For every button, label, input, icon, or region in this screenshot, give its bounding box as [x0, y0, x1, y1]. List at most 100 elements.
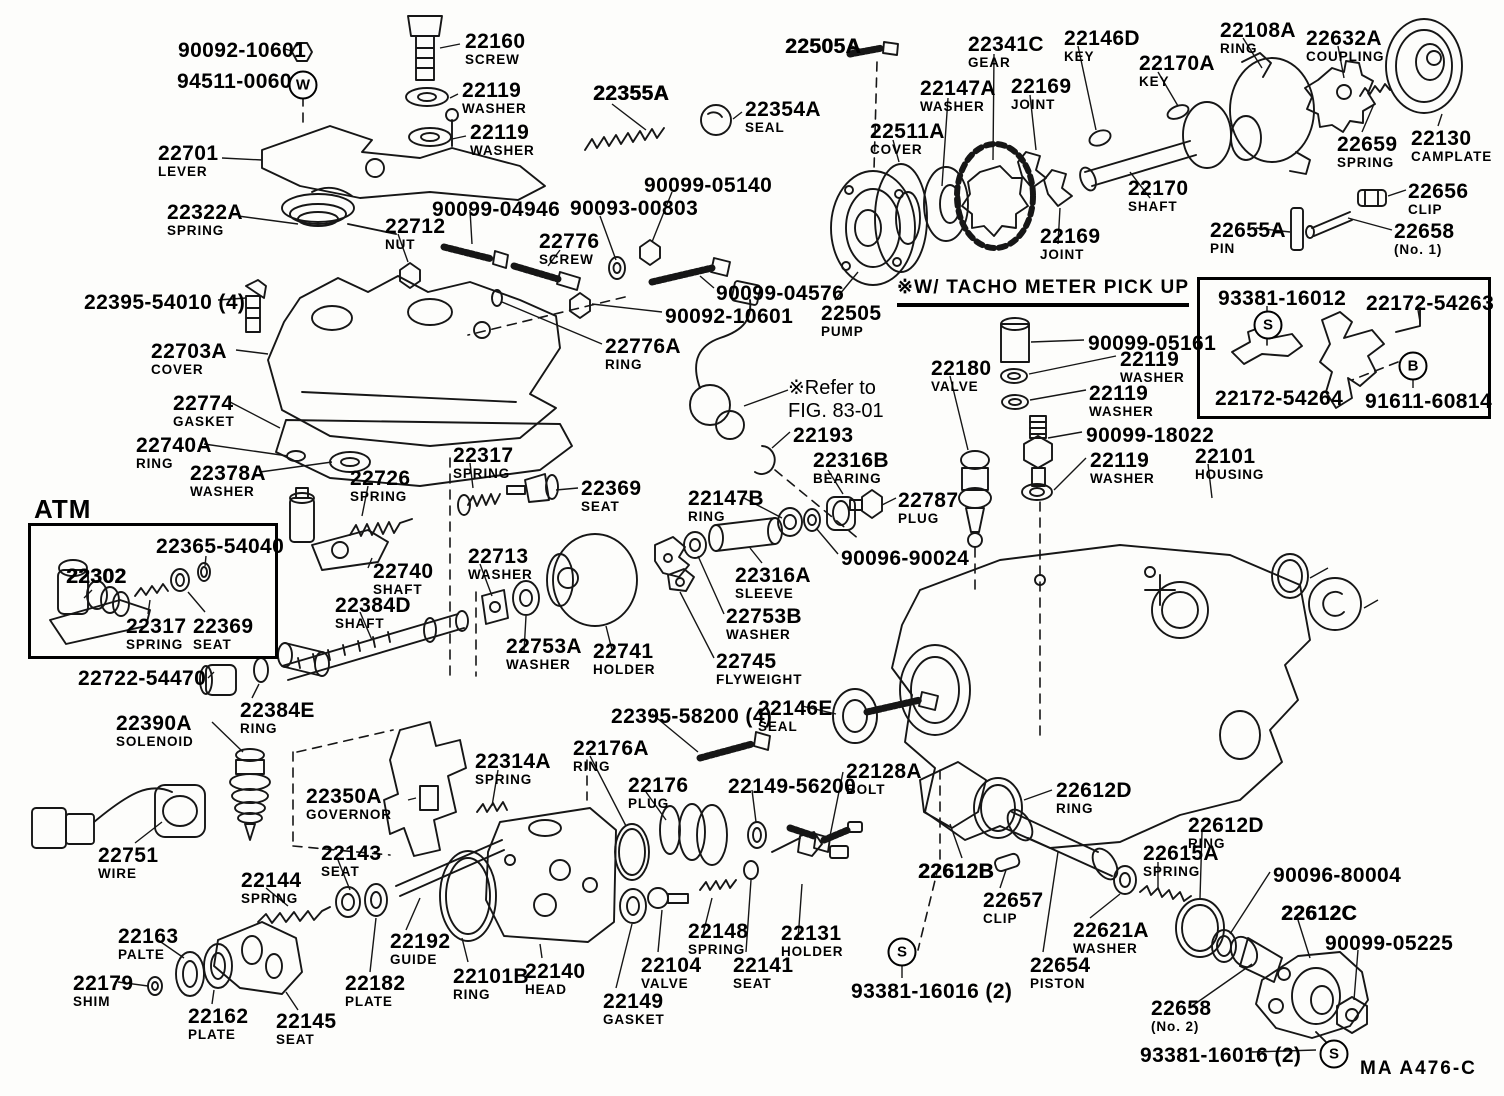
part-descriptor: SEAT — [276, 1032, 315, 1047]
part-descriptor: SHAFT — [1128, 199, 1178, 214]
part-descriptor: SEAT — [321, 864, 360, 879]
part-number: 90099-05225 — [1325, 932, 1454, 955]
part-label-22149-56200: 22149-56200 — [728, 776, 856, 797]
part-number: 22149 — [603, 990, 664, 1013]
part-number: 22176A — [573, 737, 649, 760]
part-number: 22776 — [539, 230, 600, 253]
figure-code: MA A476-C — [1360, 1058, 1477, 1079]
refer-note-line1: ※Refer to — [788, 377, 876, 399]
part-number: 22722-54470 — [78, 667, 207, 690]
part-label-22172-54264: 22172-54264 — [1215, 388, 1343, 409]
part-descriptor: COVER — [151, 362, 204, 377]
part-descriptor: WIRE — [98, 866, 137, 881]
part-descriptor: SPRING — [1143, 864, 1201, 879]
part-number: 22505 — [821, 302, 882, 325]
part-descriptor: RING — [688, 509, 726, 524]
part-descriptor: JOINT — [1040, 247, 1085, 262]
part-label-22355A: 22355A — [593, 83, 669, 104]
part-label-22658: 22658(No. 1) — [1394, 221, 1454, 257]
part-number: 22369 — [193, 615, 254, 638]
housing-drawing — [832, 544, 1362, 849]
part-descriptor: SOLENOID — [116, 734, 194, 749]
part-descriptor: WASHER — [1120, 370, 1185, 385]
tacho-pickup-header: ※W/ TACHO METER PICK UP — [897, 276, 1190, 307]
part-number: 22130 — [1411, 127, 1472, 150]
drive-shaft-drawing — [1079, 18, 1463, 251]
part-number: 22131 — [781, 922, 842, 945]
part-number: 22119 — [462, 79, 522, 102]
part-number: 22369 — [581, 477, 642, 500]
part-descriptor: COUPLING — [1306, 49, 1385, 64]
part-descriptor: RING — [1056, 801, 1094, 816]
part-number: 22162 — [188, 1005, 249, 1028]
part-number: 22505A — [785, 35, 861, 58]
part-descriptor: WASHER — [470, 143, 535, 158]
part-descriptor: SPRING — [1337, 155, 1395, 170]
part-number: 22787 — [898, 489, 959, 512]
part-number: 22751 — [98, 844, 159, 867]
head-drawing — [439, 731, 863, 943]
part-number: 22182 — [345, 972, 406, 995]
part-descriptor: PLATE — [345, 994, 393, 1009]
part-descriptor: WASHER — [726, 627, 791, 642]
part-descriptor: GUIDE — [390, 952, 438, 967]
part-number: 22740 — [373, 560, 434, 583]
governor-solenoid-drawing — [31, 721, 508, 857]
part-descriptor: SEAT — [193, 637, 232, 652]
part-label-90099-18022: 90099-18022 — [1086, 425, 1214, 446]
part-number: 90099-04576 — [716, 282, 845, 305]
part-number: 93381-16016 (2) — [1140, 1044, 1302, 1067]
part-descriptor: CAMPLATE — [1411, 149, 1493, 164]
circled-s-symbol: S — [1319, 1039, 1349, 1069]
part-number: 22180 — [931, 357, 992, 380]
part-descriptor: (No. 2) — [1151, 1019, 1200, 1034]
part-number: 90099-05140 — [644, 174, 773, 197]
part-number: 22384E — [240, 699, 315, 722]
part-descriptor: HOLDER — [781, 944, 844, 959]
part-number: 22172-54263 — [1366, 292, 1495, 315]
part-label-22722-54470: 22722-54470 — [78, 668, 206, 689]
part-number: 22146D — [1064, 27, 1140, 50]
lever-assembly-drawing — [261, 15, 546, 235]
part-descriptor: WASHER — [462, 101, 527, 116]
part-number: 22119 — [1120, 348, 1180, 371]
part-number: 22612C — [1281, 902, 1357, 925]
part-descriptor: BEARING — [813, 471, 882, 486]
part-number: 22148 — [688, 920, 749, 943]
part-descriptor: PLATE — [188, 1027, 236, 1042]
part-label-22193: 22193 — [793, 425, 853, 446]
part-label-93381-16016-2-: 93381-16016 (2) — [1140, 1045, 1301, 1066]
tacho-pickup-box — [1197, 277, 1491, 419]
part-number: 22179 — [73, 972, 134, 995]
part-descriptor: KEY — [1064, 49, 1095, 64]
part-number: 22119 — [1090, 449, 1150, 472]
part-number: 22149-56200 — [728, 775, 857, 798]
part-number: 22172-54264 — [1215, 387, 1344, 410]
part-label-90099-05225: 90099-05225 — [1325, 933, 1453, 954]
part-label-22172-54263: 22172-54263 — [1366, 293, 1494, 314]
tacho-pickup-drawing — [1231, 307, 1421, 409]
part-number: 22654 — [1030, 954, 1091, 977]
part-label-22612C: 22612C — [1281, 903, 1357, 924]
part-number: 22101B — [453, 965, 529, 988]
part-descriptor: RING — [240, 721, 278, 736]
part-number: 22316A — [735, 564, 811, 587]
part-descriptor: HEAD — [525, 982, 567, 997]
part-number: 22726 — [350, 467, 411, 490]
part-number: 22160 — [465, 30, 526, 53]
part-label-94511-00600: 94511-00600 — [177, 71, 304, 92]
